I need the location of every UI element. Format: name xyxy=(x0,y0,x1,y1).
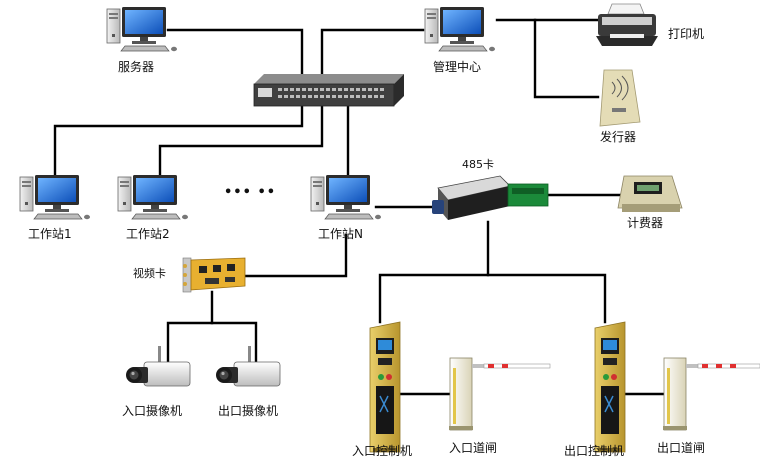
issuer-label: 发行器 xyxy=(600,130,637,144)
ellipsis-label: ••• •• xyxy=(224,185,277,200)
exit-camera-icon xyxy=(215,345,281,387)
videocard-label: 视频卡 xyxy=(133,267,166,280)
entrance-controller-label: 入口控制机 xyxy=(352,444,413,458)
printer-label: 打印机 xyxy=(668,27,705,41)
card-issuer-icon xyxy=(599,69,641,127)
entrance-camera-label: 入口摄像机 xyxy=(122,404,183,418)
exit-controller-icon xyxy=(594,321,626,453)
workstation-2-icon xyxy=(117,174,189,220)
meter-label: 计费器 xyxy=(627,216,664,230)
workstation-n-icon xyxy=(310,174,382,220)
workstation-1-label: 工作站1 xyxy=(28,227,72,241)
connection-lines xyxy=(53,18,666,396)
parking-fee-meter-icon xyxy=(617,175,683,212)
entrance-barrier-gate-icon xyxy=(448,357,551,431)
entrance-gate-label: 入口道闸 xyxy=(449,441,498,455)
exit-controller-label: 出口控制机 xyxy=(564,444,625,458)
exit-gate-label: 出口道闸 xyxy=(657,441,706,455)
rs485-converter-icon xyxy=(432,175,549,220)
workstation-n-label: 工作站N xyxy=(318,227,363,241)
exit-barrier-gate-icon xyxy=(662,357,760,431)
rs485-label: 485卡 xyxy=(462,158,494,171)
entrance-camera-icon xyxy=(125,345,191,387)
workstation-2-label: 工作站2 xyxy=(126,227,170,241)
server-computer-icon xyxy=(106,6,178,52)
printer-icon xyxy=(596,3,658,46)
workstation-1-icon xyxy=(19,174,91,220)
management-label: 管理中心 xyxy=(433,60,482,74)
exit-camera-label: 出口摄像机 xyxy=(218,404,279,418)
network-switch-icon xyxy=(253,74,404,107)
server-label: 服务器 xyxy=(118,60,155,74)
management-computer-icon xyxy=(424,6,496,52)
video-capture-card-icon xyxy=(182,257,246,293)
entrance-controller-icon xyxy=(369,321,401,453)
